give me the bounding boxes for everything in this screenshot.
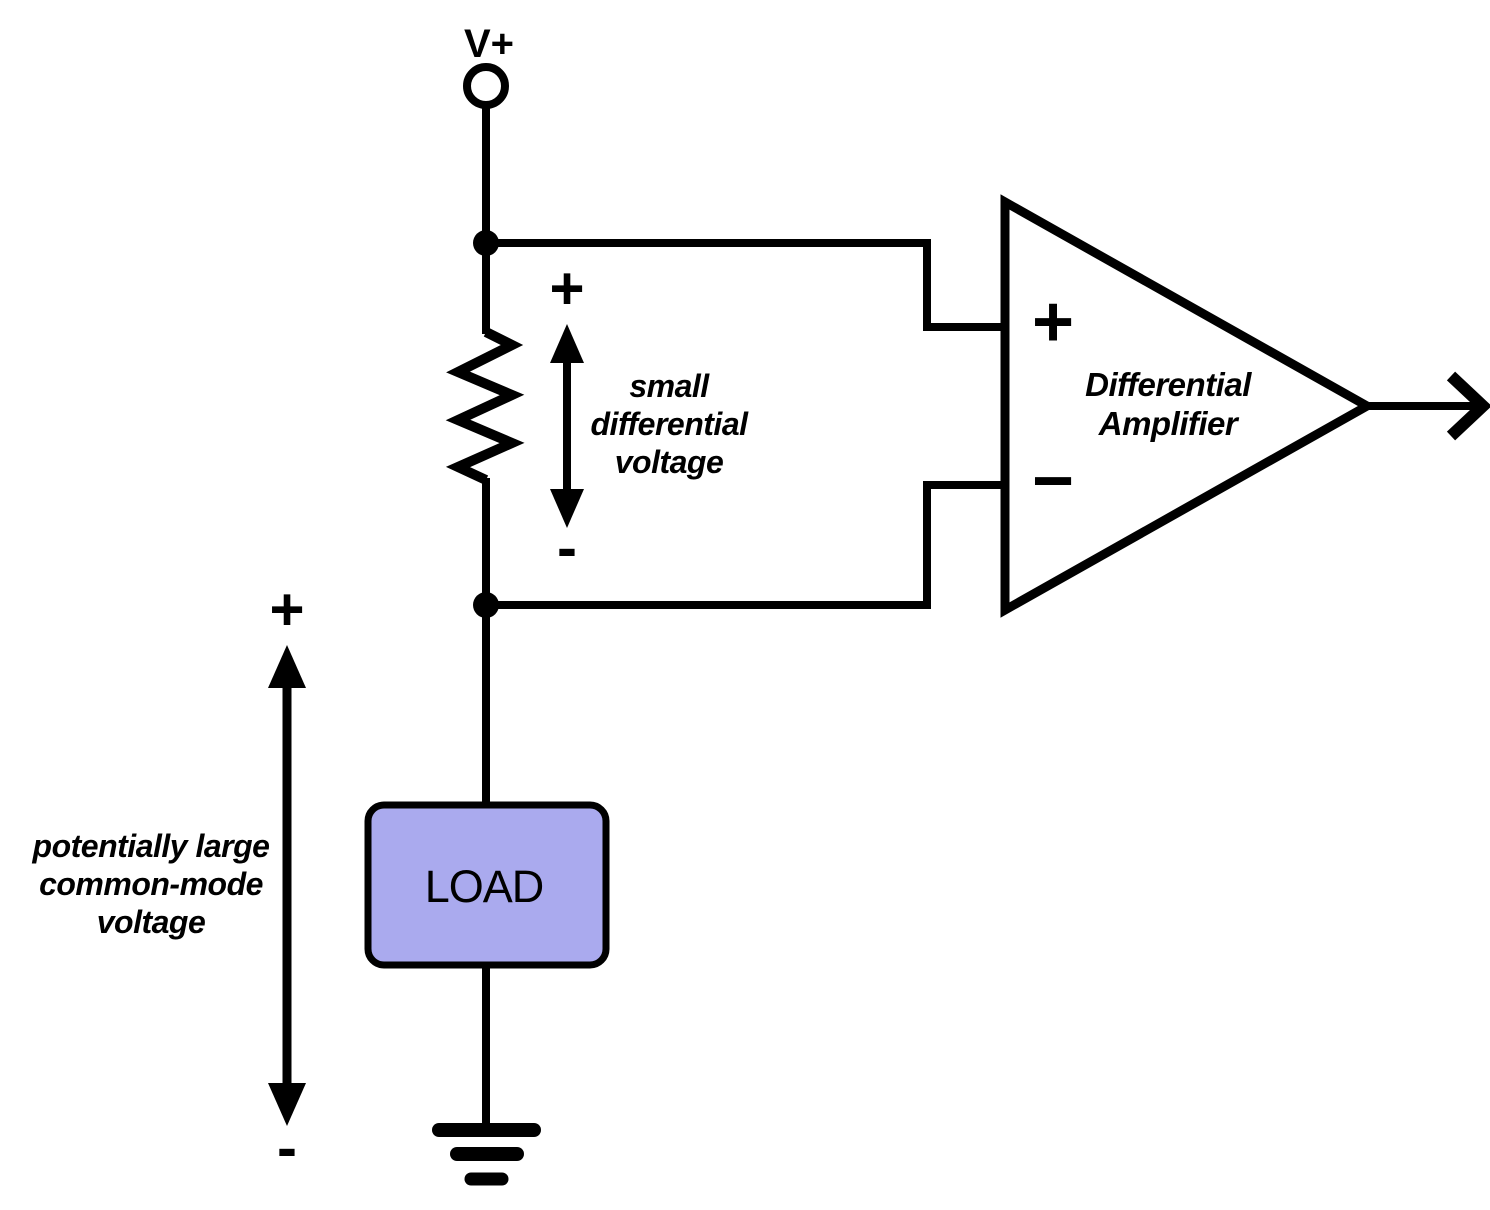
ground-symbol-icon: [432, 1123, 541, 1186]
diff-voltage-minus-sign: -: [557, 514, 577, 581]
svg-text:voltage: voltage: [615, 444, 724, 480]
cm-voltage-arrowhead-down-icon: [268, 1083, 306, 1126]
diff-voltage-arrowhead-down-icon: [550, 489, 584, 528]
opamp-triangle-icon: [1000, 194, 1377, 618]
diff-voltage-plus-sign: +: [549, 255, 584, 322]
svg-text:differential: differential: [591, 406, 750, 442]
cm-voltage-minus-sign: -: [277, 1114, 297, 1181]
diff-voltage-arrowhead-up-icon: [550, 324, 584, 363]
wire-minus-input: [486, 481, 1003, 609]
svg-text:Differential: Differential: [1085, 366, 1252, 403]
diff-voltage-label: small differential voltage: [591, 368, 750, 480]
svg-text:voltage: voltage: [97, 904, 206, 940]
junction-dot-bottom: [473, 592, 499, 618]
supply-label: V+: [464, 22, 514, 66]
shunt-resistor-icon: [445, 327, 525, 485]
wire-plus-input: [486, 239, 1003, 331]
svg-text:small: small: [629, 368, 710, 404]
cm-voltage-label: potentially large common-mode voltage: [32, 828, 270, 940]
svg-text:potentially large: potentially large: [32, 828, 270, 864]
supply-terminal-icon: [463, 63, 509, 109]
opamp-plus-input-sign: +: [1032, 282, 1074, 362]
svg-text:common-mode: common-mode: [39, 866, 263, 902]
svg-text:Amplifier: Amplifier: [1098, 405, 1240, 442]
opamp-name-label: Differential Amplifier: [1085, 366, 1253, 442]
cm-voltage-arrowhead-up-icon: [268, 645, 306, 688]
junction-dot-top: [473, 230, 499, 256]
load-label: LOAD: [425, 861, 544, 912]
cm-voltage-plus-sign: +: [269, 576, 304, 643]
output-arrowhead-icon: [1446, 371, 1490, 441]
opamp-minus-input-sign: −: [1032, 441, 1074, 521]
